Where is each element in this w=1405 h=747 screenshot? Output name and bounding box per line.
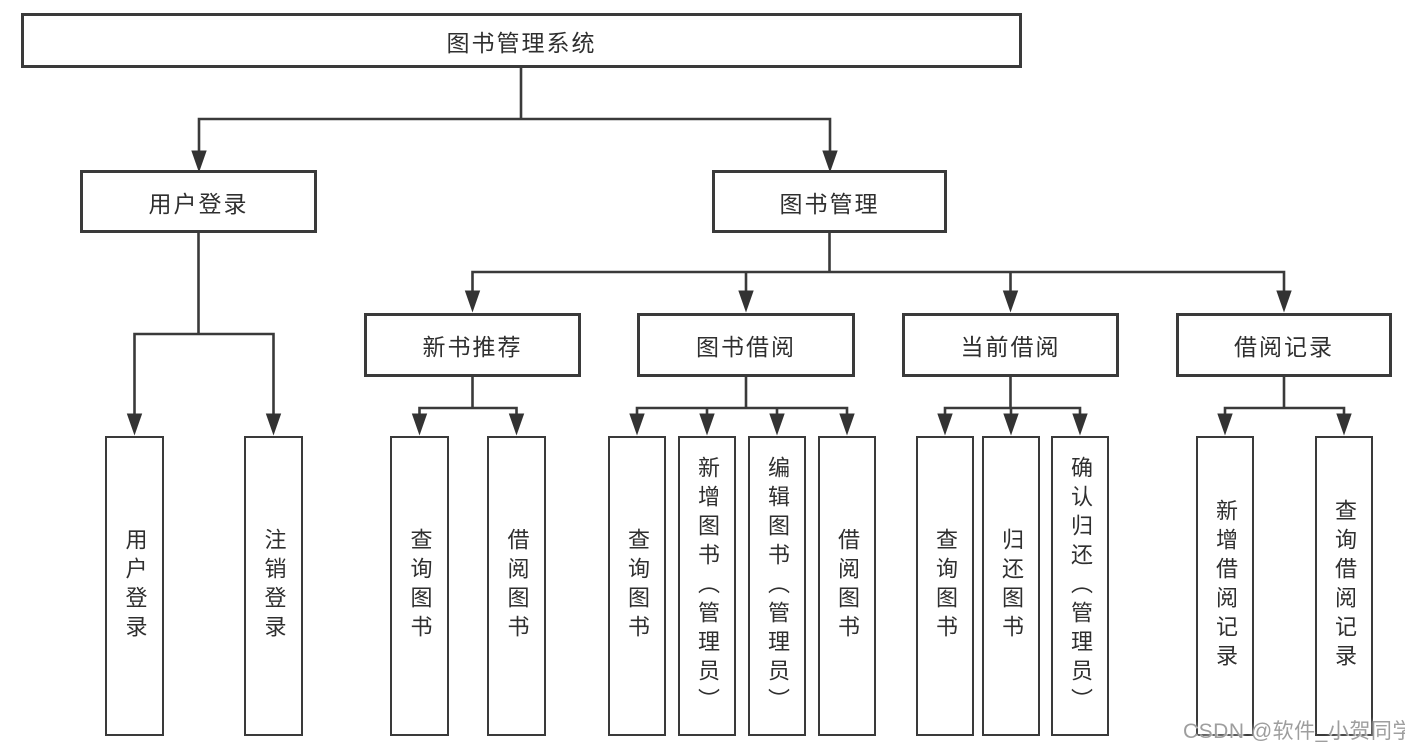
leaf-records-query-borrow-record: 查询借阅记录 bbox=[1315, 436, 1373, 736]
node-library-management-system: 图书管理系统 bbox=[21, 13, 1022, 68]
node-label: 用户登录 bbox=[148, 190, 249, 217]
leaf-records-add-borrow-record: 新增借阅记录 bbox=[1196, 436, 1254, 736]
leaf-current-query-books: 查询图书 bbox=[916, 436, 974, 736]
leaf-newbooks-query-books: 查询图书 bbox=[390, 436, 449, 736]
node-label: 当前借阅 bbox=[960, 334, 1061, 360]
leaf-label: 新增图书（管理员） bbox=[695, 455, 720, 717]
leaf-label: 编辑图书（管理员） bbox=[765, 455, 790, 717]
leaf-user-login: 用户登录 bbox=[105, 436, 164, 736]
node-label: 图书借阅 bbox=[696, 334, 796, 360]
node-current-borrowing: 当前借阅 bbox=[902, 313, 1119, 377]
node-label: 图书管理系统 bbox=[446, 29, 597, 56]
node-borrowing-records: 借阅记录 bbox=[1176, 313, 1392, 377]
leaf-label: 确认归还（管理员） bbox=[1068, 455, 1093, 717]
node-label: 新书推荐 bbox=[422, 334, 523, 360]
leaf-newbooks-borrow-books: 借阅图书 bbox=[487, 436, 546, 736]
leaf-label: 借阅图书 bbox=[504, 528, 530, 644]
node-new-book-recommendation: 新书推荐 bbox=[364, 313, 581, 377]
node-label: 图书管理 bbox=[779, 190, 880, 217]
leaf-logout: 注销登录 bbox=[244, 436, 303, 736]
leaf-current-return-books: 归还图书 bbox=[982, 436, 1040, 736]
leaf-label: 查询借阅记录 bbox=[1332, 499, 1357, 673]
leaf-label: 新增借阅记录 bbox=[1213, 499, 1238, 673]
leaf-label: 归还图书 bbox=[999, 528, 1024, 644]
node-book-borrowing: 图书借阅 bbox=[637, 313, 855, 377]
leaf-borrowing-query-books: 查询图书 bbox=[608, 436, 666, 736]
node-label: 借阅记录 bbox=[1234, 334, 1334, 360]
leaf-label: 注销登录 bbox=[261, 528, 287, 644]
leaf-label: 借阅图书 bbox=[835, 528, 860, 644]
node-book-management-branch: 图书管理 bbox=[712, 170, 947, 233]
leaf-label: 查询图书 bbox=[407, 528, 433, 644]
leaf-borrowing-edit-books-admin: 编辑图书（管理员） bbox=[748, 436, 806, 736]
leaf-borrowing-borrow-books: 借阅图书 bbox=[818, 436, 876, 736]
leaf-label: 查询图书 bbox=[625, 528, 650, 644]
csdn-watermark: CSDN @软件_小贺同学 bbox=[1183, 720, 1405, 743]
leaf-borrowing-add-books-admin: 新增图书（管理员） bbox=[678, 436, 736, 736]
leaf-label: 查询图书 bbox=[933, 528, 958, 644]
leaf-current-confirm-return-admin: 确认归还（管理员） bbox=[1051, 436, 1109, 736]
node-user-login-branch: 用户登录 bbox=[80, 170, 317, 233]
leaf-label: 用户登录 bbox=[122, 528, 148, 644]
